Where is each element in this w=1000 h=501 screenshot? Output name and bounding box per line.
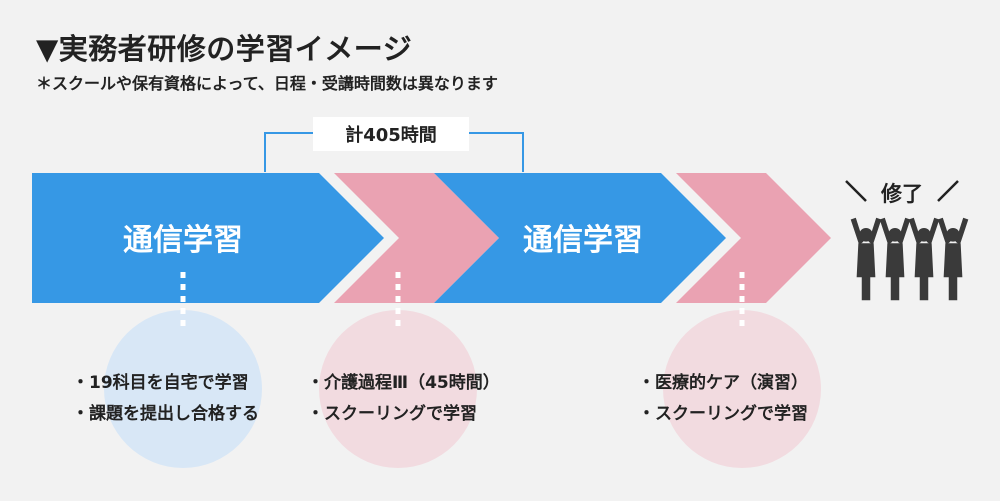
page-title: ▼実務者研修の学習イメージ — [36, 32, 413, 66]
schooling-chevron-2 — [676, 173, 831, 303]
stage-label-2: 通信学習 — [523, 223, 643, 258]
total-hours-label: 計405時間 — [345, 124, 437, 146]
detail-line: ・医療的ケア（演習） — [638, 373, 808, 393]
stage-label-1: 通信学習 — [123, 223, 243, 258]
total-hours-label-bg — [313, 117, 469, 151]
person-figure — [908, 217, 940, 301]
detail-circle-2 — [319, 310, 477, 468]
person-figure — [850, 217, 882, 301]
detail-line: ・課題を提出し合格する — [72, 404, 259, 424]
detail-block-1: ・19科目を自宅で学習 ・課題を提出し合格する — [72, 368, 259, 430]
person-figure — [879, 217, 911, 301]
finish-label: 修了 — [880, 182, 923, 206]
finish-slash-right — [937, 180, 959, 202]
detail-circle-1 — [104, 310, 262, 468]
page-note: ＊スクールや保有資格によって、日程・受講時間数は異なります — [36, 74, 498, 93]
people-cheering-icon — [850, 217, 969, 301]
stage-arrow-1 — [32, 173, 384, 303]
detail-block-2: ・介護過程Ⅲ（45時間） ・スクーリングで学習 — [307, 368, 500, 430]
detail-line: ・介護過程Ⅲ（45時間） — [307, 373, 500, 393]
detail-line: ・スクーリングで学習 — [307, 404, 477, 424]
stage-arrow-2 — [434, 173, 726, 303]
detail-line: ・19科目を自宅で学習 — [72, 373, 249, 393]
detail-circle-3 — [663, 310, 821, 468]
schooling-chevron-1 — [334, 173, 499, 303]
person-figure — [937, 217, 969, 301]
detail-line: ・スクーリングで学習 — [638, 404, 808, 424]
detail-block-3: ・医療的ケア（演習） ・スクーリングで学習 — [638, 368, 808, 430]
finish-slash-left — [845, 180, 867, 202]
